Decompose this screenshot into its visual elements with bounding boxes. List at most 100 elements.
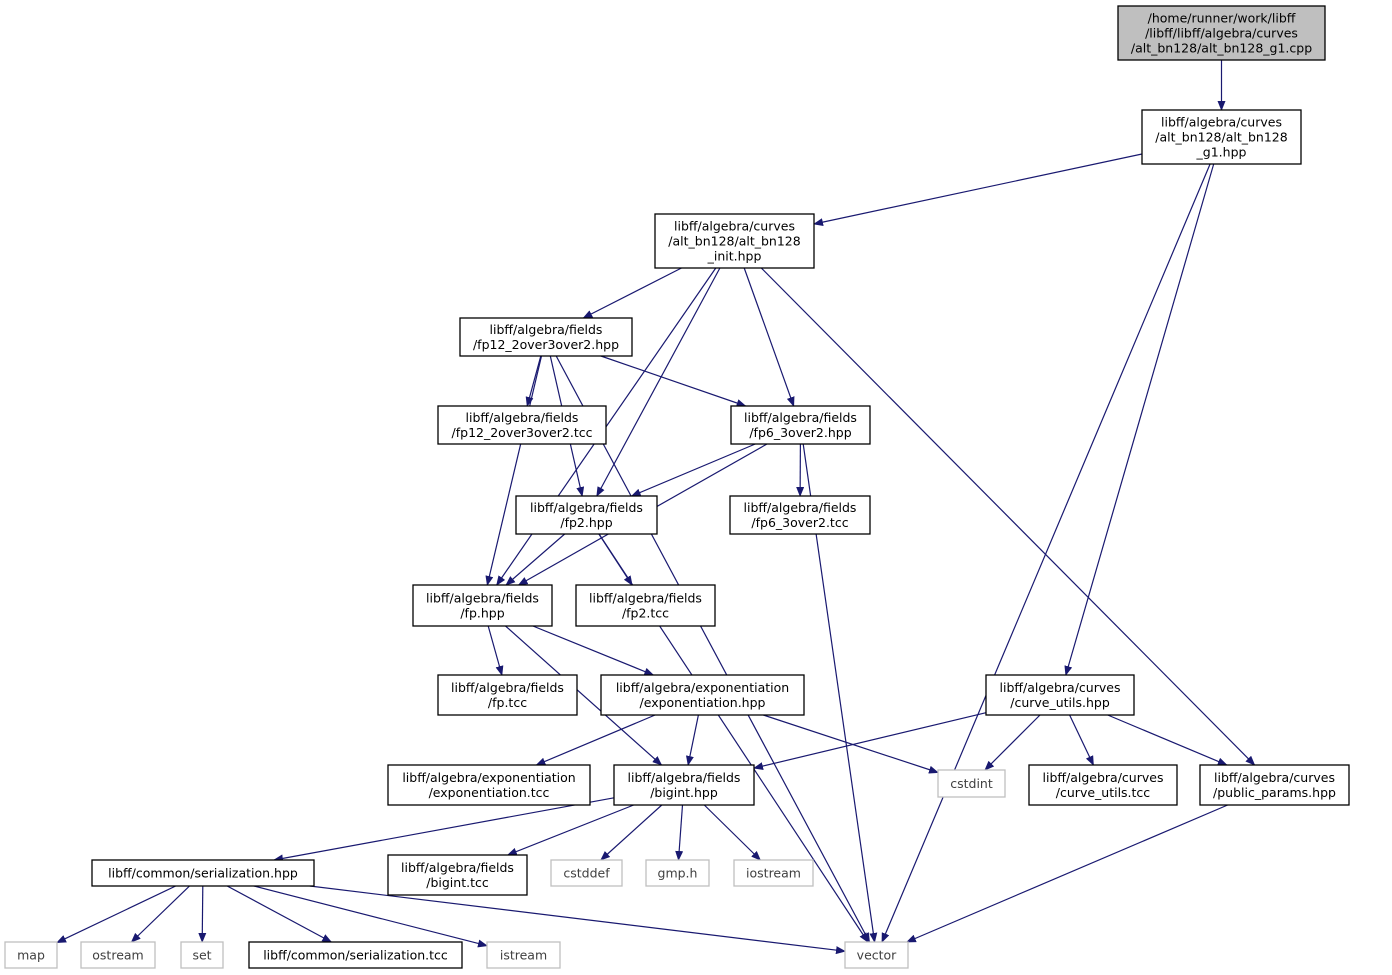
edge-biginthpp-to-cstddef [600,804,663,861]
node-vector: vector [844,941,909,969]
node-label-line: libff/algebra/fields [589,591,702,606]
node-biginthpp[interactable]: libff/algebra/fields/bigint.hpp [613,764,755,806]
edge-curvehpp-to-curvetcc [1069,714,1094,766]
node-curvehpp[interactable]: libff/algebra/curves/curve_utils.hpp [985,674,1135,716]
node-label-line: cstddef [563,866,610,881]
node-label-line: /libff/libff/algebra/curves [1145,26,1298,41]
edge-biginthpp-to-serhpp [273,797,615,863]
node-label-line: cstdint [950,776,993,791]
node-fp6tcc[interactable]: libff/algebra/fields/fp6_3over2.tcc [729,495,871,535]
node-fp12tcc[interactable]: libff/algebra/fields/fp12_2over3over2.tc… [437,405,607,445]
edge-fp12hpp-to-fphpp [485,355,543,586]
node-curvetcc[interactable]: libff/algebra/curves/curve_utils.tcc [1028,764,1178,806]
node-label-line: /alt_bn128/alt_bn128 [668,234,800,249]
node-ostream: ostream [80,941,156,969]
node-box [613,764,755,806]
node-label-line: _g1.hpp [1196,145,1247,160]
node-box [437,674,578,716]
node-label-line: libff/common/serialization.tcc [263,948,448,963]
edge-curvehpp-to-pubparams [1107,714,1228,766]
edge-curvehpp-to-biginthpp [753,712,987,770]
edge-inithpp-to-fp2hpp [596,267,721,497]
edge-serhpp-to-ostream [130,885,190,943]
node-box [91,859,315,887]
node-label-line: /fp6_3over2.tcc [751,515,848,530]
edge-exphpp-to-biginthpp [685,714,699,766]
edge-curvehpp-to-cstdint [984,714,1041,771]
edge-serhpp-to-set [198,885,207,943]
node-root[interactable]: /home/runner/work/libff/libff/libff/alge… [1117,5,1326,61]
node-label-line: /bigint.tcc [426,875,489,890]
node-box [937,769,1006,798]
node-box [437,405,607,445]
node-label-line: iostream [746,866,801,881]
node-box [515,495,658,535]
edge-fp12hpp-to-vector [555,355,871,943]
node-box [180,941,224,969]
node-label-line: /curve_utils.hpp [1010,695,1110,710]
node-label-line: libff/algebra/curves [674,219,795,234]
node-label-line: map [17,948,45,963]
node-label-line: libff/algebra/exponentiation [616,680,789,695]
node-label-line: /public_params.hpp [1213,785,1336,800]
node-fp2hpp[interactable]: libff/algebra/fields/fp2.hpp [515,495,658,535]
node-label-line: /exponentiation.hpp [640,695,766,710]
node-fp2tcc[interactable]: libff/algebra/fields/fp2.tcc [575,584,716,627]
node-box [387,764,591,806]
node-box [730,405,871,445]
node-label-line: /fp.hpp [460,606,504,621]
node-label-line: vector [857,948,898,963]
node-box [80,941,156,969]
node-pubparams[interactable]: libff/algebra/curves/public_params.hpp [1199,764,1350,806]
node-box [733,859,814,887]
node-gmph: gmp.h [645,859,710,887]
node-label-line: /alt_bn128/alt_bn128 [1155,130,1287,145]
node-box [248,941,463,969]
node-fp6hpp[interactable]: libff/algebra/fields/fp6_3over2.hpp [730,405,871,445]
node-fp12hpp[interactable]: libff/algebra/fields/fp12_2over3over2.hp… [459,317,633,357]
edge-serhpp-to-sertcc [226,885,333,943]
node-label-line: libff/algebra/curves [1000,680,1121,695]
node-box [729,495,871,535]
edge-biginthpp-to-biginttcc [506,804,634,856]
edge-fp6hpp-to-fp2hpp [630,443,756,497]
node-serhpp[interactable]: libff/common/serialization.hpp [91,859,315,887]
node-exptcc[interactable]: libff/algebra/exponentiation/exponentiat… [387,764,591,806]
node-box [412,584,553,627]
node-map: map [4,941,58,969]
node-box [844,941,909,969]
node-fptcc[interactable]: libff/algebra/fields/fp.tcc [437,674,578,716]
node-layer: /home/runner/work/libff/libff/libff/alge… [4,5,1350,969]
node-label-line: /exponentiation.tcc [429,785,550,800]
node-label-line: /fp.tcc [488,695,527,710]
node-sertcc[interactable]: libff/common/serialization.tcc [248,941,463,969]
edge-fp12hpp-to-fp12tcc [525,355,542,407]
node-label-line: /curve_utils.tcc [1056,785,1151,800]
node-box [645,859,710,887]
node-biginttcc[interactable]: libff/algebra/fields/bigint.tcc [387,854,528,896]
node-g1hpp[interactable]: libff/algebra/curves/alt_bn128/alt_bn128… [1141,109,1302,165]
node-label-line: _init.hpp [707,249,762,264]
edge-fphpp-to-fptcc [487,625,504,676]
edge-biginthpp-to-iostream [703,804,762,861]
node-label-line: libff/algebra/fields [401,860,514,875]
edge-exphpp-to-exptcc [535,714,656,766]
edge-pubparams-to-vector [905,804,1228,943]
node-label-line: /fp2.tcc [622,606,669,621]
node-inithpp[interactable]: libff/algebra/curves/alt_bn128/alt_bn128… [654,213,815,269]
node-box [4,941,58,969]
node-label-line: libff/algebra/fields [490,322,603,337]
node-label-line: libff/common/serialization.hpp [108,866,298,881]
node-label-line: libff/algebra/fields [426,591,539,606]
node-label-line: gmp.h [658,866,698,881]
node-box [575,584,716,627]
edge-exphpp-to-cstdint [763,714,939,774]
node-label-line: set [192,948,211,963]
node-cstddef: cstddef [550,859,623,887]
node-exphpp[interactable]: libff/algebra/exponentiation/exponentiat… [600,674,805,716]
node-label-line: /alt_bn128/alt_bn128_g1.cpp [1131,41,1312,56]
edge-inithpp-to-fp6hpp [743,267,795,407]
node-box [1141,109,1302,165]
node-fphpp[interactable]: libff/algebra/fields/fp.hpp [412,584,553,627]
node-label-line: /fp6_3over2.hpp [749,425,851,440]
